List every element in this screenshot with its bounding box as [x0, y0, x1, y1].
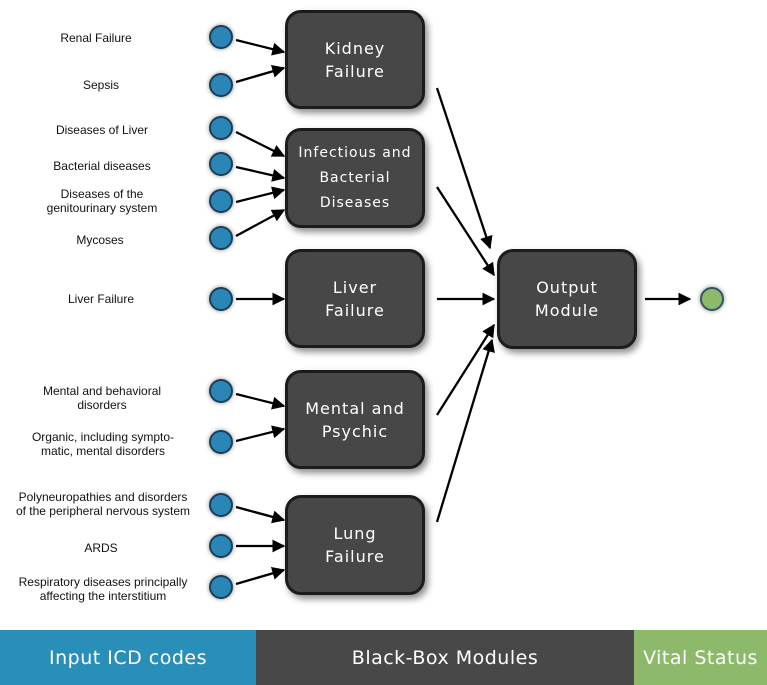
edge-infectious-to-output: [436, 186, 495, 277]
output-module-label: Output Module: [534, 278, 600, 320]
edge-mental-behavioral-to-mental: [235, 392, 286, 410]
input-node: [209, 534, 233, 558]
input-label-liver-failure: Liver Failure: [67, 292, 135, 306]
input-node: [209, 116, 233, 140]
input-label-respiratory: Respiratory diseases principally affecti…: [18, 575, 188, 603]
edge-lung-to-output: [435, 338, 495, 523]
input-label-diseases-of-liver: Diseases of Liver: [55, 123, 149, 137]
edge-bacterial-to-infectious: [235, 165, 286, 182]
edge-genitourinary-to-infectious: [235, 186, 286, 204]
footer-modules-label: Black-Box Modules: [351, 646, 539, 669]
edge-sepsis-to-kidney: [235, 65, 286, 84]
input-label-polyneuropathies: Polyneuropathies and disorders of the pe…: [15, 490, 191, 518]
edge-mycoses-to-infectious: [235, 208, 286, 238]
footer-modules-band: Black-Box Modules: [256, 630, 634, 685]
input-node: [209, 493, 233, 517]
module-infectious-bacterial: Infectious and Bacterial Diseases: [285, 128, 425, 228]
footer-inputs-label: Input ICD codes: [49, 646, 207, 669]
input-node: [209, 25, 233, 49]
edge-renal-to-kidney: [235, 38, 286, 56]
footer-inputs-band: Input ICD codes: [0, 630, 256, 685]
module-lung-failure: Lung Failure: [285, 495, 425, 595]
edge-mental-to-output: [436, 323, 495, 416]
input-label-renal-failure: Renal Failure: [60, 31, 132, 45]
edge-respiratory-to-lung: [235, 567, 286, 586]
input-label-bacterial-diseases: Bacterial diseases: [53, 159, 151, 173]
edge-organic-to-mental: [235, 425, 286, 443]
module-label: Lung Failure: [325, 524, 385, 566]
module-label: Liver Failure: [325, 277, 385, 320]
module-label: Infectious and Bacterial Diseases: [298, 144, 412, 211]
module-label: Mental and Psychic: [305, 398, 405, 441]
module-mental-psychic: Mental and Psychic: [285, 370, 425, 469]
output-module: Output Module: [497, 249, 637, 349]
input-label-genitourinary: Diseases of the genitourinary system: [46, 187, 158, 215]
input-node: [209, 189, 233, 213]
vital-status-node: [700, 287, 724, 311]
input-node: [209, 575, 233, 599]
module-liver-failure: Liver Failure: [285, 249, 425, 348]
module-kidney-failure: Kidney Failure: [285, 10, 425, 109]
input-label-mycoses: Mycoses: [76, 233, 124, 247]
input-node: [209, 152, 233, 176]
input-label-sepsis: Sepsis: [82, 78, 120, 92]
input-label-ards: ARDS: [84, 541, 118, 555]
input-node: [209, 430, 233, 454]
input-node: [209, 287, 233, 311]
module-label: Kidney Failure: [324, 38, 386, 81]
edge-kidney-to-output: [435, 87, 493, 250]
input-node: [209, 379, 233, 403]
input-node: [209, 73, 233, 97]
footer-output-label: Vital Status: [643, 646, 758, 669]
input-label-mental-behavioral: Mental and behavioral disorders: [42, 384, 162, 412]
input-node: [209, 226, 233, 250]
footer-output-band: Vital Status: [634, 630, 767, 685]
input-label-organic-mental: Organic, including sympto- matic, mental…: [31, 430, 175, 458]
edge-liver-diseases-to-infectious: [235, 130, 286, 158]
edge-polyneuropathies-to-lung: [235, 505, 286, 524]
